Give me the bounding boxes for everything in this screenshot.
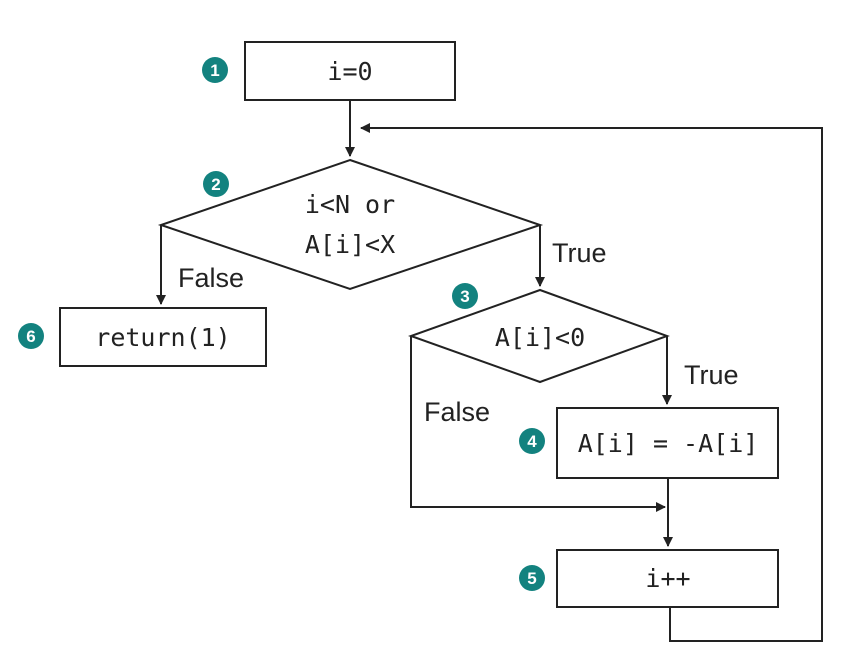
increment-box	[556, 549, 779, 608]
init-label: i=0	[327, 57, 372, 86]
return-label: return(1)	[95, 323, 230, 352]
edge-loop-back	[360, 123, 823, 642]
negate-label: A[i] = -A[i]	[578, 429, 759, 458]
neg-false-label: False	[424, 397, 490, 427]
loop-condition-label-line2: A[i]<X	[305, 230, 395, 259]
neg-check-label: A[i]<0	[495, 323, 585, 352]
loop-true-label: True	[552, 238, 607, 268]
negate-box	[556, 407, 779, 479]
badge-5: 5	[519, 565, 545, 591]
svg-text:5: 5	[527, 569, 536, 588]
svg-text:2: 2	[211, 175, 220, 194]
loop-false-label: False	[178, 263, 244, 293]
neg-true-label: True	[684, 360, 739, 390]
badge-6: 6	[18, 323, 44, 349]
badge-4: 4	[519, 428, 545, 454]
neg-check-diamond	[408, 288, 670, 384]
svg-text:6: 6	[26, 327, 35, 346]
svg-text:3: 3	[460, 287, 469, 306]
loop-condition-label-line1: i<N or	[305, 190, 395, 219]
connectors	[156, 100, 823, 642]
edge-neg-false	[410, 336, 666, 512]
svg-text:4: 4	[527, 432, 537, 451]
init-box	[244, 41, 456, 101]
badge-2: 2	[203, 171, 229, 197]
badge-3: 3	[452, 283, 478, 309]
increment-label: i++	[645, 564, 690, 593]
svg-text:1: 1	[210, 61, 219, 80]
badge-1: 1	[202, 57, 228, 83]
return-box	[59, 307, 267, 367]
loop-condition-diamond	[157, 158, 544, 291]
